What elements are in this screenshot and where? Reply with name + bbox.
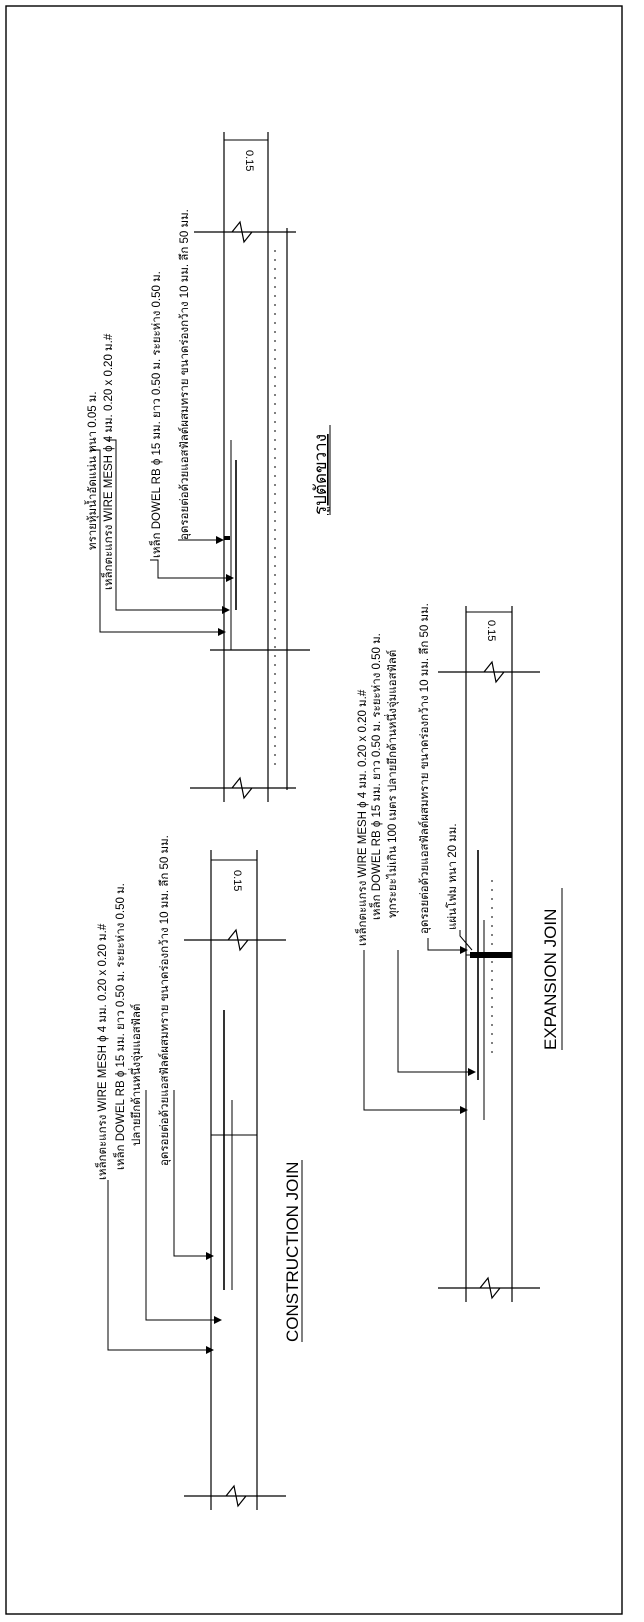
ej-note-dowel: เหล็ก DOWEL RB ϕ 15 มม. ยาว 0.50 ม. ระยะ… xyxy=(368,633,383,920)
cj-note-asphalt: ปลายยึกด้านหนึ่งจุ่มแอสฟัลต์ xyxy=(128,1004,143,1146)
cj-break-bottom xyxy=(184,1484,286,1508)
cj-leader-sealant xyxy=(173,1090,206,1257)
transverse-section: 0.15 ทรายหุ้มน้ำอัดแน่น หนา 0.05 ม. เหล็… xyxy=(84,132,331,802)
ej-note-distance: ทุกระยะไม่เกิน 100 เมตร ปลายยึกด้านหนึ่ง… xyxy=(384,650,399,918)
arrow-sand xyxy=(218,628,226,636)
sheet-border xyxy=(5,5,623,1615)
cj-break-top xyxy=(184,928,286,952)
break-symbol-bottom xyxy=(190,776,296,800)
ej-note-sealant: อุดรอยต่อด้วยแอสฟัลต์ผสมทราย ขนาดร่องกว้… xyxy=(417,603,431,934)
transverse-note-dowel: เหล็ก DOWEL RB ϕ 15 มม. ยาว 0.50 ม. ระยะ… xyxy=(148,271,163,558)
ej-break-bottom xyxy=(438,1276,540,1300)
leader-wire-mesh xyxy=(106,439,222,611)
ej-note-foam: แผ่นโฟม หนา 20 มม. xyxy=(445,823,459,930)
cj-title: CONSTRUCTION JOIN xyxy=(283,1162,302,1342)
ej-arrow-sealant xyxy=(460,946,468,954)
arrow-mesh xyxy=(222,606,230,614)
ej-arrow-mesh xyxy=(460,1106,468,1114)
ej-leader-dowel xyxy=(397,950,470,1073)
transverse-note-mesh: เหล็กตะแกรง WIRE MESH ϕ 4 มม. 0.20 x 0.2… xyxy=(100,333,115,590)
transverse-thickness-label: 0.15 xyxy=(243,150,255,171)
cj-arrow-mesh xyxy=(206,1346,214,1354)
arrow-sealant xyxy=(216,536,224,544)
cj-note-dowel: เหล็ก DOWEL RB ϕ 15 มม. ยาว 0.50 ม. ระยะ… xyxy=(112,883,127,1170)
ej-arrow-dowel xyxy=(468,1068,476,1076)
break-symbol-top xyxy=(194,220,296,244)
cj-arrow-dowel xyxy=(214,1316,222,1324)
transverse-note-sand: ทรายหุ้มน้ำอัดแน่น หนา 0.05 ม. xyxy=(84,391,99,550)
cj-note-mesh: เหล็กตะแกรง WIRE MESH ϕ 4 มม. 0.20 x 0.2… xyxy=(94,923,109,1180)
ej-leader-sealant xyxy=(427,938,462,951)
leader-sand xyxy=(90,449,218,633)
joint-sealant xyxy=(224,536,230,540)
cj-leader-mesh xyxy=(107,1180,206,1351)
leader-dowel xyxy=(150,559,230,579)
expansion-join-section: 0.15 เหล็กตะแกรง WIRE MESH ϕ 4 มม. 0.20 … xyxy=(354,603,563,1302)
construction-join-section: 0.15 เหล็กตะแกรง WIRE MESH ϕ 4 มม. 0.20 … xyxy=(94,835,303,1510)
cj-leader-dowel xyxy=(145,1090,214,1321)
ej-thickness-label: 0.15 xyxy=(485,620,497,641)
ej-title: EXPANSION JOIN xyxy=(541,909,560,1050)
ej-leader-foam xyxy=(459,930,473,951)
cj-arrow-sealant xyxy=(206,1252,214,1260)
transverse-note-sealant: อุดรอยต่อด้วยแอสฟัลต์ผสมทราย ขนาดร่องกว้… xyxy=(177,209,191,540)
cj-note-sealant: อุดรอยต่อด้วยแอสฟัลต์ผสมทราย ขนาดร่องกว้… xyxy=(157,835,171,1166)
arrow-dowel xyxy=(226,574,234,582)
ej-note-mesh: เหล็กตะแกรง WIRE MESH ϕ 4 มม. 0.20 x 0.2… xyxy=(354,689,369,946)
ej-break-top xyxy=(438,660,540,684)
ej-leader-mesh xyxy=(363,950,460,1111)
cj-thickness-label: 0.15 xyxy=(231,870,243,891)
transverse-title: รูปตัดขวาง xyxy=(311,434,331,515)
